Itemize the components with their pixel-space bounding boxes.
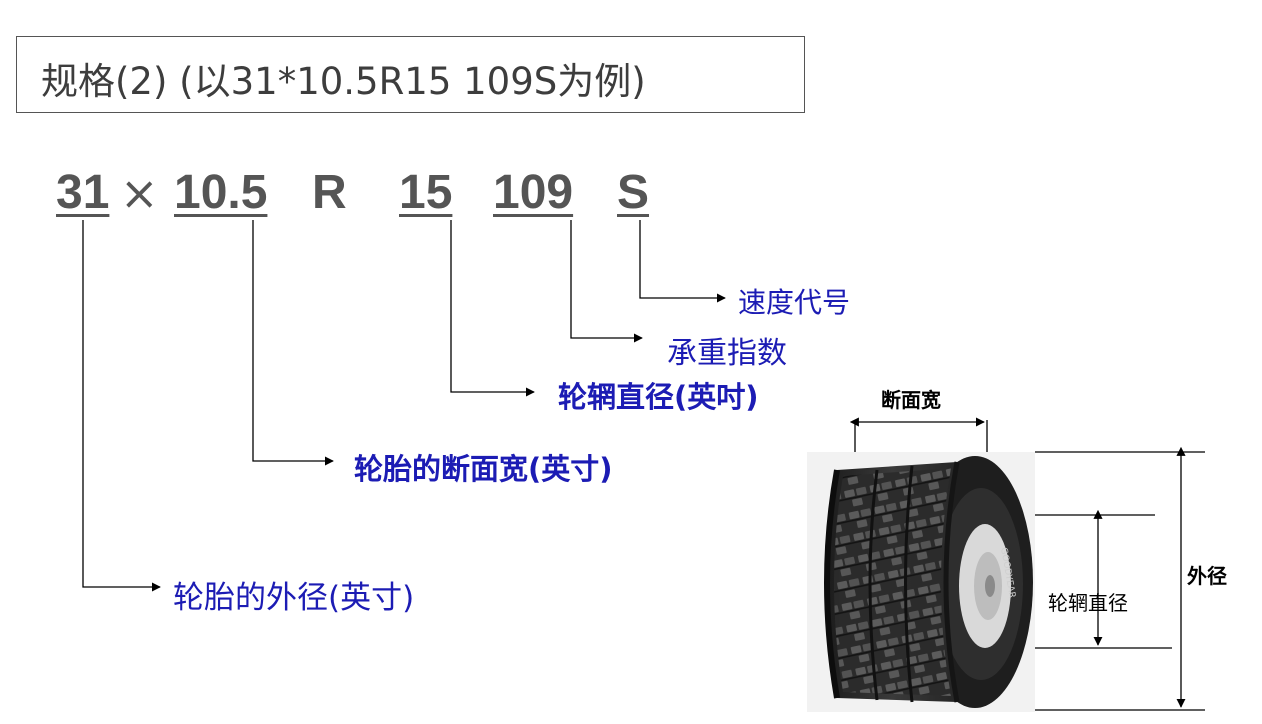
- label-rim-diameter: 轮辋直径(英吋): [558, 380, 759, 414]
- tire-image: GOODYEAR: [807, 452, 1035, 712]
- code-load-index: 109: [493, 166, 574, 219]
- tire-drawing: GOODYEAR: [824, 456, 1033, 708]
- code-speed-symbol: S: [617, 166, 650, 219]
- tire-section-width-label: 断面宽: [881, 388, 941, 412]
- page-title: 规格(2) (以31*10.5R15 109S为例): [41, 60, 646, 103]
- connector-width: [252, 220, 334, 466]
- label-load-index: 承重指数: [667, 336, 787, 371]
- code-radial: R: [312, 166, 347, 219]
- connector-speed: [639, 220, 726, 303]
- connector-rim: [450, 220, 535, 397]
- tire-rim-diameter-label: 轮辋直径: [1048, 591, 1128, 615]
- code-outer-diameter: 31: [56, 166, 110, 219]
- label-outer-diameter: 轮胎的外径(英寸): [173, 580, 415, 616]
- code-times-sign: ×: [120, 166, 159, 220]
- code-section-width: 10.5: [174, 166, 268, 219]
- title-box: 规格(2) (以31*10.5R15 109S为例): [16, 36, 805, 113]
- tire-outer-diameter-label: 外径: [1187, 564, 1227, 588]
- code-rim-diameter: 15: [399, 166, 453, 219]
- connector-outer: [82, 220, 161, 592]
- connector-load: [570, 220, 643, 343]
- label-section-width: 轮胎的断面宽(英寸): [354, 452, 613, 486]
- label-speed-code: 速度代号: [738, 286, 851, 319]
